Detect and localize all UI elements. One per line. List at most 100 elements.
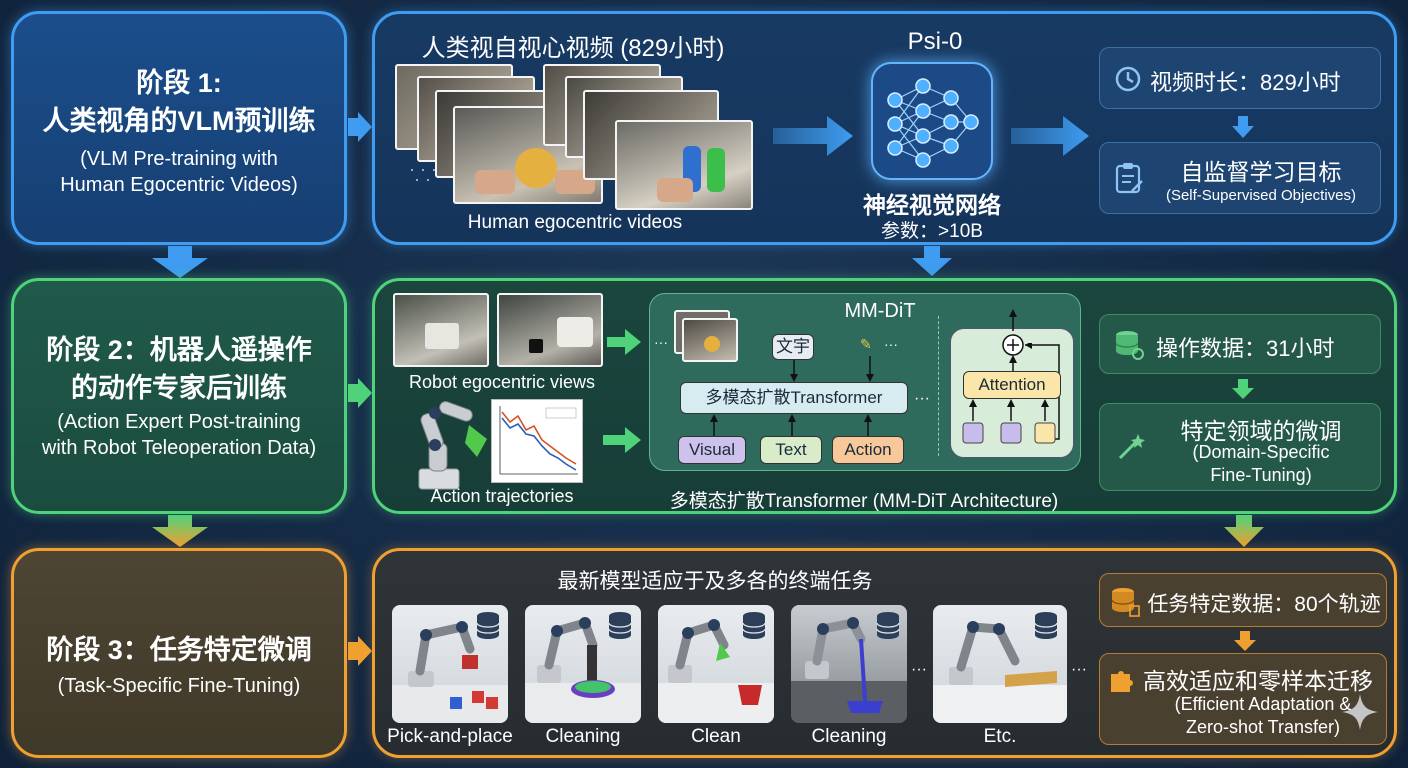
domain-ft-sub1: (Domain-Specific [1192,442,1330,462]
objective-label: 自监督学习目标 [1180,159,1342,185]
arrow-right-icon [348,378,372,408]
arrow-down-icon [1234,631,1256,651]
action-input-box: Action [832,436,904,464]
arrow-right-icon [348,636,372,666]
adapt-sub2: Zero-shot Transfer) [1185,717,1341,737]
action-token-icon: ✎ [860,336,872,352]
database-icon [1111,588,1140,617]
arrow-right-icon [607,329,641,355]
stage2-panel: 阶段 2：机器人遥操作 的动作专家后训练 (Action Expert Post… [11,278,347,514]
attention-box: Attention [963,371,1061,399]
mmdit-title: MM-DiT [844,300,916,322]
params-label: 参数：>10B [881,221,983,242]
tasks-heading: 最新模型适应于及多各的终端任务 [557,570,873,593]
stage1-subtitle-line2: Human Egocentric Videos) [60,174,298,196]
ops-data-card: 操作数据：31小时 [1099,314,1381,374]
dots-decoration: · · · · · [409,159,437,189]
magic-wand-icon [1118,434,1145,460]
task-data-label: 任务特定数据：80个轨迹 [1147,593,1381,616]
divider [938,316,939,456]
stage3-subtitle-line1: (Task-Specific Fine-Tuning) [57,675,301,697]
database-icon [1034,612,1058,639]
trajectory-plot [491,399,583,483]
robot-view-image [393,293,489,367]
stage2-title-line1: 阶段 2：机器人遥操作 [46,335,312,365]
arrow-down-icon [790,360,798,382]
arrow-up-icon [788,414,796,436]
attention-block: Attention [950,309,1074,458]
stage2-detail-panel: Robot egocentric views Action trajectori… [372,278,1397,514]
adapt-label: 高效适应和零样本迁移 [1143,668,1373,694]
arrow-up-icon [1009,309,1017,331]
arch-caption: 多模态扩散Transformer (MM-DiT Architecture) [669,491,1059,512]
objective-card: 自监督学习目标 (Self-Supervised Objectives) [1099,142,1381,214]
stage3-panel: 阶段 3：任务特定微调 (Task-Specific Fine-Tuning) [11,548,347,758]
task-label: Clean [691,726,741,747]
domain-ft-sub2: Fine-Tuning) [1210,465,1312,485]
network-label: 神经视觉网络 [863,192,1001,218]
adapt-sub1: (Efficient Adaptation & [1174,694,1352,714]
ops-data-label: 操作数据：31小时 [1156,336,1335,361]
stage1-detail-panel: 人类视自视心视频 (829小时) · · · · · Human egocent… [372,11,1397,245]
robot-arm-image [418,401,487,490]
stage1-title-line1: 阶段 1: [136,68,222,98]
stage1-subtitle-line1: (VLM Pre-training with [80,148,278,170]
puzzle-icon [1111,671,1133,692]
arrow-right-icon [1011,116,1089,156]
arrow-right-icon [773,116,853,156]
stage2-subtitle-line1: (Action Expert Post-training [57,411,301,433]
clock-icon [1115,66,1141,92]
arrow-right-icon [603,427,641,453]
database-icon [476,612,500,639]
arrow-up-icon [864,414,872,436]
task-tile-etc [933,605,1067,723]
ellipsis: ··· [911,661,927,678]
stage3-detail-panel: 最新模型适应于及多各的终端任务 [372,548,1397,758]
objective-sub: (Self-Supervised Objectives) [1165,187,1357,204]
ellipsis: ··· [654,334,668,350]
task-label: Cleaning [811,726,887,747]
frame-stack-image [682,318,738,362]
transformer-box: 多模态扩散Transformer [680,382,908,414]
model-name: Psi-0 [907,28,963,55]
duration-card: 视频时长：829小时 [1099,47,1381,109]
stage2-subtitle-line2: with Robot Teleoperation Data) [41,437,317,459]
clipboard-icon [1115,163,1143,194]
mmdit-box: MM-DiT ··· 文宇 ✎ ··· 多模态扩散Transformer ···… [649,293,1081,471]
arrow-down-icon [1232,379,1254,399]
neural-network-icon [871,62,993,180]
domain-ft-label: 特定领域的微调 [1180,418,1342,444]
text-input-box: Text [760,436,822,464]
adapt-card: 高效适应和零样本迁移 (Efficient Adaptation & Zero-… [1099,653,1387,745]
task-label: Etc. [983,726,1017,747]
ellipsis: ··· [1071,661,1087,678]
arrow-down-icon [1224,515,1264,547]
ellipsis: ··· [914,390,930,407]
stage1-panel: 阶段 1: 人类视角的VLM预训练 (VLM Pre-training with… [11,11,347,245]
attention-inputs [962,399,1056,444]
arrow-down-icon [152,246,208,278]
database-icon [608,612,632,639]
task-label: Pick-and-place [387,726,513,747]
task-label: Cleaning [545,726,621,747]
duration-label: 视频时长：829小时 [1150,70,1341,95]
arrow-down-icon [866,356,874,382]
task-data-card: 任务特定数据：80个轨迹 [1099,573,1387,627]
arrow-down-icon [152,515,208,547]
robot-view-image [497,293,603,367]
arrow-up-icon [710,414,718,436]
videos-caption: Human egocentric videos [467,212,683,233]
stage2-title-line2: 的动作专家后训练 [71,373,287,403]
visual-input-box: Visual [678,436,746,464]
arrow-right-icon [348,112,372,142]
arrow-up-icon [1009,355,1017,371]
arrow-down-icon [1232,116,1254,138]
sparkle-icon [1342,694,1378,730]
add-icon [1002,334,1024,356]
domain-ft-card: 特定领域的微调 (Domain-Specific Fine-Tuning) [1099,403,1381,491]
text-token-box: 文宇 [772,334,814,360]
arrow-down-icon [912,246,952,276]
stage3-title-line1: 阶段 3：任务特定微调 [46,635,312,665]
database-icon [876,612,900,639]
database-icon [742,612,766,639]
